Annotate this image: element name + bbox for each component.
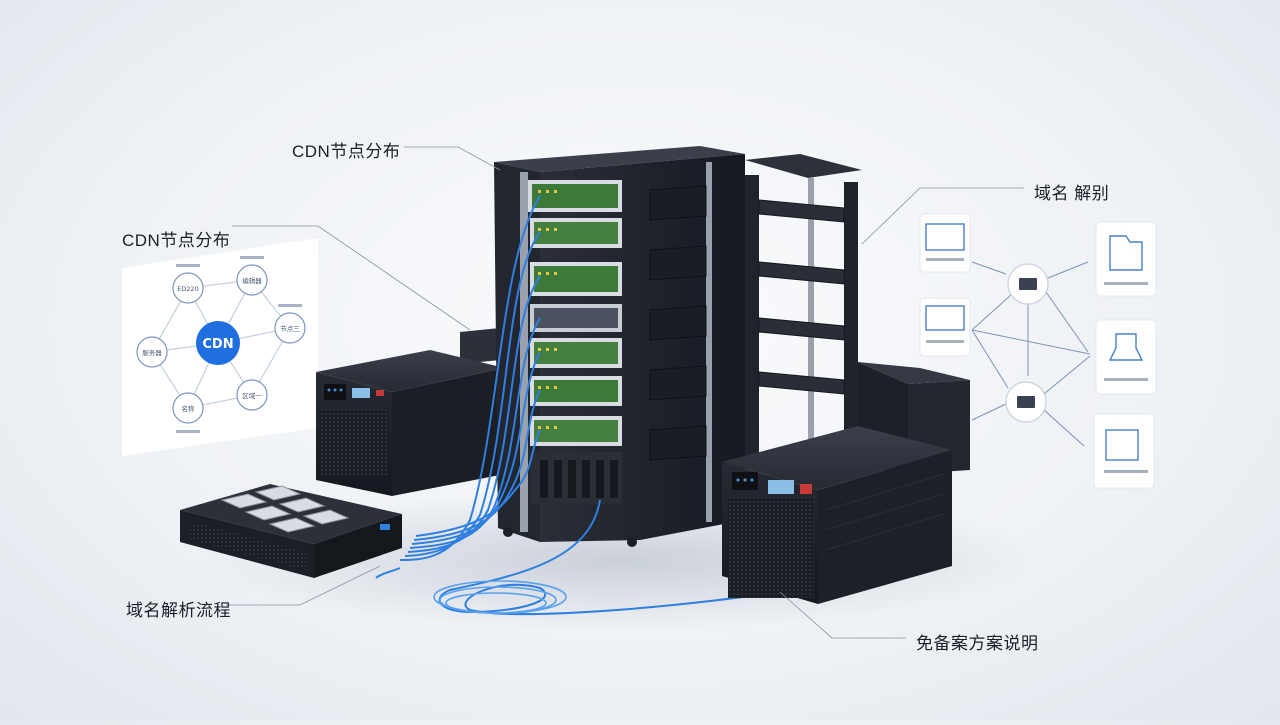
leader-lines (226, 146, 1024, 639)
domain-flow-diagram (919, 213, 1157, 489)
server-rack-back (745, 154, 862, 474)
svg-text:ED220: ED220 (177, 285, 199, 293)
svg-text:名称: 名称 (182, 404, 196, 413)
server-rack-main (494, 146, 745, 547)
label-domain-flow: 域名解析流程 (126, 601, 231, 620)
server-box-left (316, 350, 505, 496)
svg-text:节点三: 节点三 (280, 325, 300, 333)
svg-text:编辑器: 编辑器 (242, 276, 262, 285)
label-domain-right: 域名 解别 (1034, 184, 1110, 203)
label-cdn-top: CDN节点分布 (292, 142, 401, 161)
server-tray (180, 484, 402, 578)
patch-panels (528, 180, 622, 504)
server-box-right-front (722, 426, 952, 604)
network-cables (375, 195, 791, 616)
server-box-back-left (460, 328, 500, 364)
cdn-diagram-panel: CDN ED220 编辑器 节点三 区域一 名称 服务器 (122, 238, 318, 456)
cdn-core-label: CDN (202, 337, 233, 352)
label-cdn-left: CDN节点分布 (122, 231, 231, 250)
svg-text:区域一: 区域一 (242, 391, 262, 400)
label-no-filing: 免备案方案说明 (916, 634, 1039, 653)
svg-text:服务器: 服务器 (142, 348, 162, 357)
